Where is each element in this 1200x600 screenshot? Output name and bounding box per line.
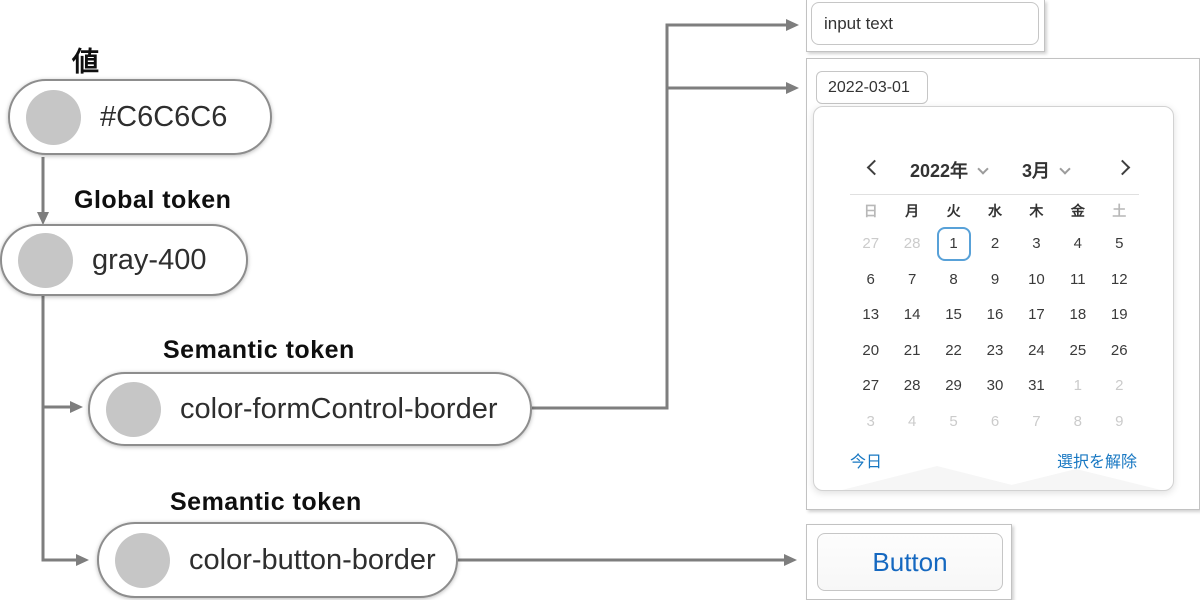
calendar-day[interactable]: 23 [986,341,1004,359]
semantic-token-text-button: color-button-border [189,543,436,576]
connector-global-trunk [41,296,89,566]
text-input[interactable] [811,2,1039,45]
calendar-day[interactable]: 29 [945,377,962,395]
value-token-text: #C6C6C6 [100,100,228,133]
chevron-right-icon [1114,159,1131,176]
example-button[interactable]: Button [817,533,1003,591]
weekday-label: 水 [987,203,1002,219]
calendar-day[interactable]: 4 [1073,235,1083,253]
global-token-text: gray-400 [92,243,207,276]
clear-selection-link[interactable]: 選択を解除 [1056,454,1137,471]
color-swatch-icon [26,89,81,145]
calendar-bottom-decoration [991,469,1161,490]
calendar-day[interactable]: 28 [903,235,921,253]
calendar-day[interactable]: 6 [990,412,1000,430]
weekday-label: 日 [863,203,878,219]
calendar-day[interactable]: 3 [866,412,875,430]
calendar-day-selected[interactable]: 1 [933,226,974,262]
weekday-label: 月 [905,203,920,219]
button-example-panel: Button [806,524,1012,600]
calendar-day[interactable]: 31 [1028,377,1045,395]
next-month-button[interactable] [1114,157,1136,179]
calendar-day[interactable]: 22 [945,341,962,359]
calendar-day[interactable]: 18 [1069,306,1087,324]
connector-formcontrol-to-input [532,19,799,410]
calendar-day[interactable]: 4 [907,412,917,430]
calendar-day[interactable]: 5 [1115,235,1124,253]
calendar-day[interactable]: 26 [1110,341,1128,359]
weekday-label: 木 [1029,203,1044,219]
semantic-token-label-form: Semantic token [163,336,355,364]
chevron-down-icon [1059,162,1071,175]
calendar-day[interactable]: 1 [1073,377,1083,395]
calendar-day[interactable]: 14 [903,306,921,324]
calendar-day[interactable]: 12 [1110,270,1128,288]
calendar-day[interactable]: 3 [1032,235,1041,253]
color-swatch-icon [115,532,170,588]
calendar-day[interactable]: 2 [1115,377,1124,395]
calendar-day[interactable]: 30 [986,377,1004,395]
month-label: 3月 [1022,161,1051,181]
year-select[interactable]: 2022年 [910,157,989,183]
semantic-token-pill-formcontrol: color-formControl-border [88,372,532,446]
year-label: 2022年 [910,161,969,181]
value-token-pill: #C6C6C6 [8,79,272,155]
semantic-token-pill-button: color-button-border [97,522,458,598]
calendar-day[interactable]: 7 [1032,412,1041,430]
calendar-day[interactable]: 8 [1073,412,1083,430]
calendar-day[interactable]: 24 [1028,341,1045,359]
calendar-day[interactable]: 2 [990,235,1000,253]
calendar-day[interactable]: 7 [907,270,917,288]
calendar-day[interactable]: 28 [903,377,921,395]
calendar-divider [850,194,1139,195]
value-label: 値 [72,47,100,77]
calendar-day[interactable]: 27 [862,235,880,253]
calendar-day[interactable]: 27 [862,377,880,395]
calendar-day[interactable]: 16 [986,306,1004,324]
semantic-token-text-formcontrol: color-formControl-border [180,392,498,425]
calendar-day[interactable]: 25 [1069,341,1087,359]
global-token-label: Global token [74,186,232,214]
calendar-day[interactable]: 9 [990,270,1000,288]
color-swatch-icon [18,232,73,288]
today-link[interactable]: 今日 [850,454,883,471]
calendar-day[interactable]: 21 [903,341,921,359]
weekday-label: 土 [1112,203,1127,219]
calendar-day[interactable]: 15 [945,306,962,324]
weekday-label: 火 [946,203,961,219]
text-input-example-panel [806,0,1045,52]
prev-month-button[interactable] [862,157,884,179]
weekday-label: 金 [1070,203,1085,219]
chevron-down-icon [977,162,989,175]
calendar-day[interactable]: 11 [1070,270,1086,288]
calendar-day[interactable]: 6 [866,270,875,288]
chevron-left-icon [866,159,883,176]
color-swatch-icon [106,381,161,437]
semantic-token-label-button: Semantic token [170,488,362,516]
date-input[interactable] [816,71,928,104]
calendar-day[interactable]: 5 [949,412,958,430]
weekday-row: 日月火水木金土 [850,198,1140,224]
calendar-day[interactable]: 9 [1115,412,1124,430]
calendar-day[interactable]: 13 [862,306,880,324]
calendar-day[interactable]: 10 [1028,270,1045,288]
calendar-day[interactable]: 8 [949,270,958,288]
calendar-day[interactable]: 17 [1028,306,1045,324]
global-token-pill: gray-400 [0,224,248,296]
calendar-day[interactable]: 19 [1110,306,1128,324]
calendar-day[interactable]: 20 [862,341,880,359]
month-select[interactable]: 3月 [1022,157,1071,183]
